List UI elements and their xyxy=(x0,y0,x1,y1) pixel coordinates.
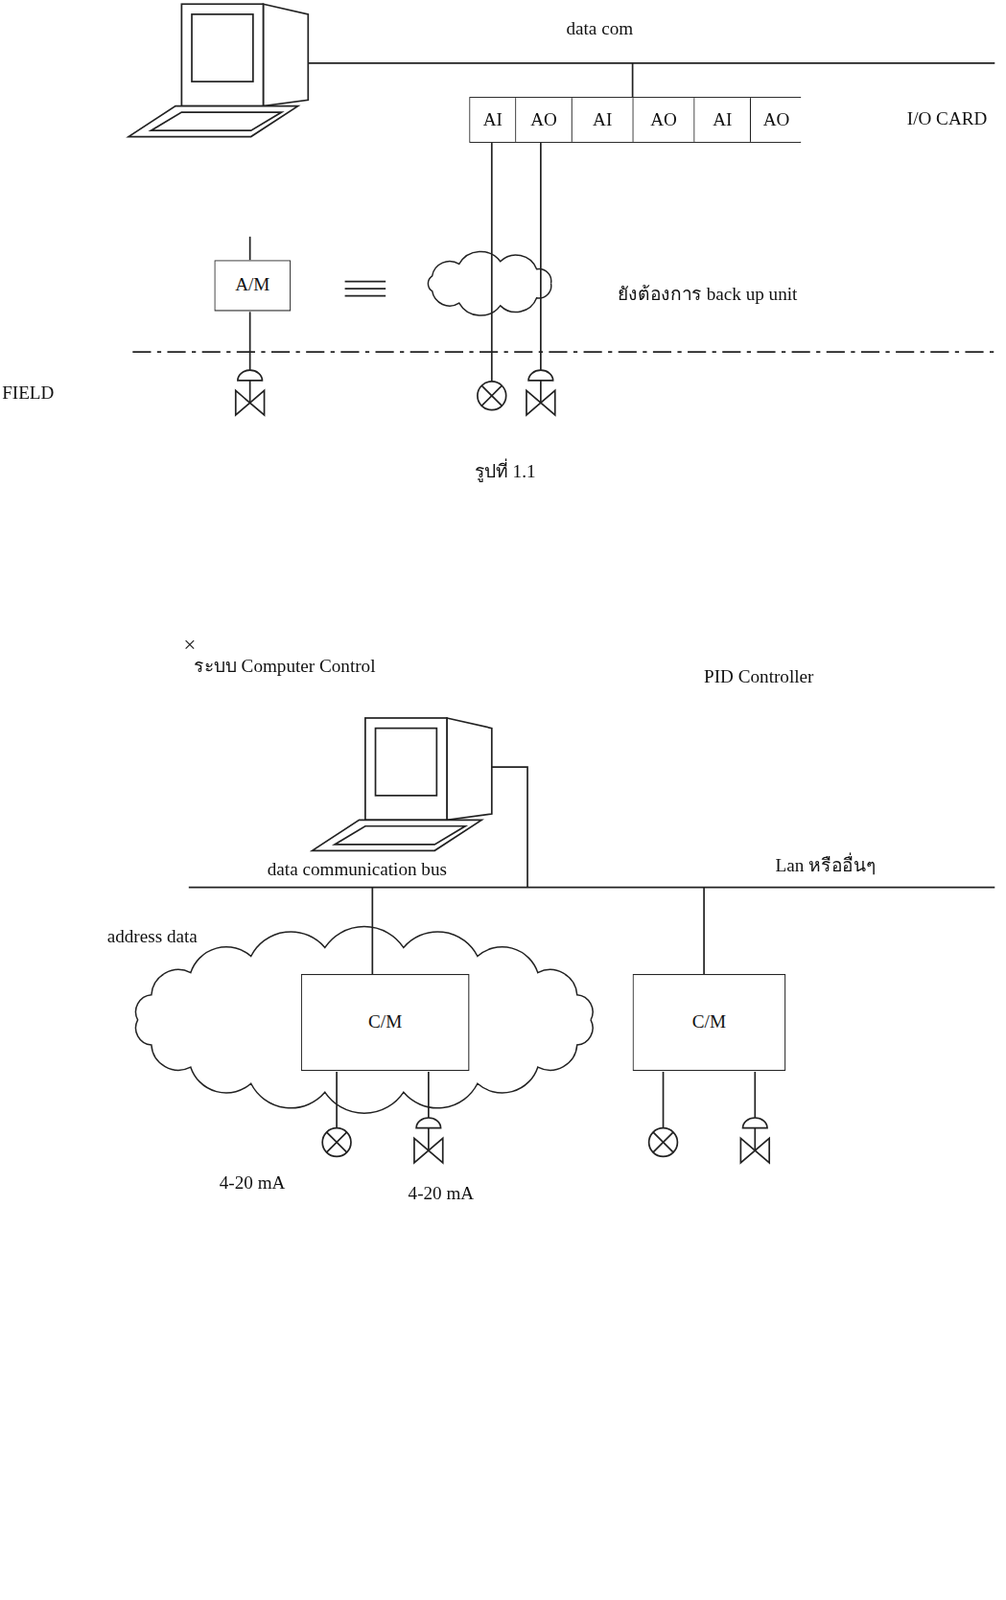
wire xyxy=(249,236,252,260)
field-devices xyxy=(235,370,265,416)
computer-bottom xyxy=(312,718,492,851)
zone-label: FIELD xyxy=(1,382,54,405)
note-mark xyxy=(186,640,195,650)
computer-bottom xyxy=(312,718,492,851)
equivalence-sign xyxy=(345,287,387,290)
note-mark xyxy=(186,640,195,650)
figure-caption: รูปที่ 1.1 xyxy=(474,461,537,484)
note: ยังต้องการ back up unit xyxy=(617,283,798,306)
section-label: PID Controller xyxy=(703,666,814,689)
auto-manual-box: A/M xyxy=(213,259,291,311)
wire xyxy=(753,1071,756,1119)
computer-top xyxy=(128,3,308,137)
equivalence-sign xyxy=(345,280,387,283)
box-label: C/M xyxy=(692,1011,726,1034)
module-cloud xyxy=(136,927,594,1115)
note: address data xyxy=(107,926,198,949)
analog-input-slot: AI xyxy=(469,97,516,142)
field-devices xyxy=(414,1118,444,1164)
wire xyxy=(249,310,252,371)
wire xyxy=(539,142,542,371)
field-devices xyxy=(322,1128,351,1158)
wire xyxy=(491,767,528,889)
wire xyxy=(335,1071,338,1129)
field-devices xyxy=(649,1128,679,1158)
analog-input-slot: AI xyxy=(695,97,752,142)
wire xyxy=(427,1071,430,1119)
wire xyxy=(307,62,995,65)
box-label: AO xyxy=(763,109,791,132)
backup-cloud xyxy=(427,251,551,316)
analog-output-slot: AO xyxy=(515,97,573,142)
analog-output-slot: AO xyxy=(750,97,802,142)
wire xyxy=(371,888,374,975)
analog-input-slot: AI xyxy=(572,97,634,142)
field-devices xyxy=(526,370,556,416)
wire xyxy=(702,888,705,975)
controller-module-box: C/M xyxy=(301,974,470,1072)
box-label: C/M xyxy=(368,1011,402,1034)
box-label: AI xyxy=(592,109,612,132)
bus-label: Lan หรืออื่นๆ xyxy=(775,855,877,878)
wire xyxy=(188,887,995,890)
backup-cloud xyxy=(427,251,551,316)
field-devices xyxy=(235,370,556,416)
box-label: AI xyxy=(712,109,732,132)
field-devices xyxy=(477,381,507,411)
field-boundary xyxy=(132,350,995,353)
field-boundary xyxy=(132,351,995,353)
equivalence-sign xyxy=(345,281,387,297)
analog-output-slot: AO xyxy=(633,97,696,142)
wire xyxy=(188,767,995,1129)
wire xyxy=(491,142,493,382)
signal-label: 4-20 mA xyxy=(219,1172,286,1195)
bus-label: data com xyxy=(565,18,633,41)
field-devices xyxy=(322,1118,770,1164)
module-cloud xyxy=(136,927,594,1115)
box-label: A/M xyxy=(234,274,270,297)
equivalence-sign xyxy=(345,295,387,298)
card-heading: I/O CARD xyxy=(907,108,988,130)
box-label: AO xyxy=(650,109,678,132)
box-label: AO xyxy=(530,109,558,132)
controller-module-box: C/M xyxy=(632,974,787,1072)
field-devices xyxy=(740,1118,770,1164)
wire xyxy=(250,63,996,382)
wire xyxy=(631,63,634,97)
box-label: AI xyxy=(483,109,503,132)
io-card: I/O CARDAIAOAIAOAIAO xyxy=(468,96,801,143)
section-label: ระบบ Computer Control xyxy=(193,655,375,679)
computer-top xyxy=(128,3,308,137)
wire xyxy=(662,1071,665,1129)
bus-label: data communication bus xyxy=(267,859,447,882)
signal-label: 4-20 mA xyxy=(408,1183,475,1206)
note-mark xyxy=(186,640,195,650)
